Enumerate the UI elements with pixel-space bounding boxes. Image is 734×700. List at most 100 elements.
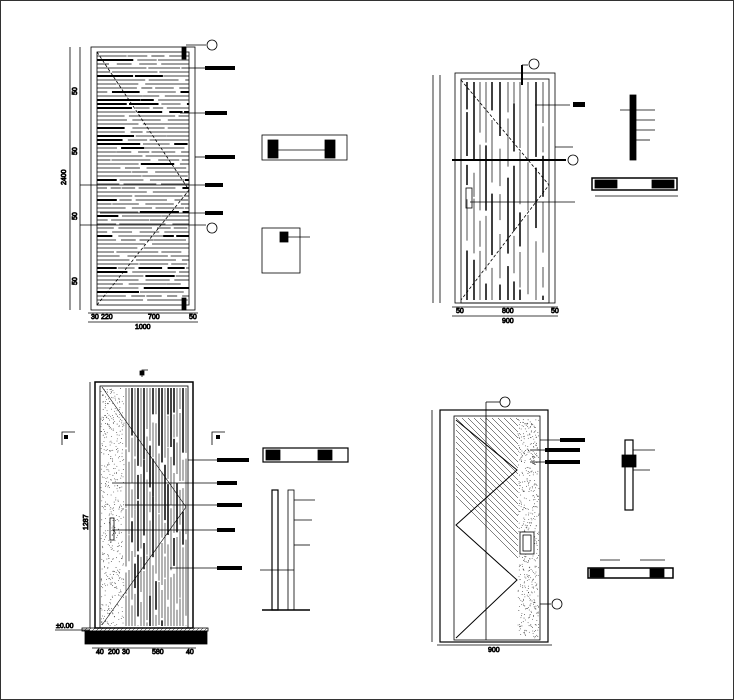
stipple-dot <box>525 635 526 636</box>
stipple-dot <box>112 525 114 527</box>
stipple-dot <box>117 605 119 607</box>
stipple-dot <box>537 589 538 590</box>
stipple-dot <box>530 471 532 473</box>
stipple-dot <box>111 578 113 580</box>
stipple-dot <box>532 579 534 581</box>
stipple-dot <box>111 458 113 460</box>
stipple-dot <box>529 467 531 469</box>
stipple-dot <box>118 533 120 535</box>
hatch-line <box>497 418 518 439</box>
stipple-dot <box>532 495 534 497</box>
stipple-dot <box>525 445 526 447</box>
stipple-dot <box>535 434 536 436</box>
stipple-dot <box>528 488 530 490</box>
floor-hatch <box>83 627 208 632</box>
stipple-dot <box>537 615 539 617</box>
door-a-seg-dim: 50 <box>72 87 79 95</box>
stipple-dot <box>118 426 120 427</box>
door-a-seg-dim: 50 <box>72 147 79 155</box>
stipple-dot <box>535 612 537 614</box>
stipple-dot <box>538 456 539 458</box>
stipple-dot <box>108 424 110 425</box>
stipple-dot <box>106 477 108 479</box>
stipple-dot <box>531 570 533 572</box>
stipple-dot <box>106 535 107 537</box>
stipple-dot <box>534 512 536 514</box>
stipple-dot <box>123 425 125 427</box>
stipple-dot <box>113 410 115 412</box>
stipple-dot <box>518 491 520 493</box>
stipple-dot <box>529 480 531 482</box>
stipple-dot <box>538 539 539 541</box>
stipple-dot <box>113 468 114 469</box>
stipple-dot <box>523 604 525 606</box>
stipple-dot <box>527 480 528 482</box>
stipple-dot <box>522 490 524 492</box>
stipple-dot <box>528 483 530 485</box>
stipple-dot <box>535 576 536 578</box>
stipple-dot <box>123 579 125 581</box>
stipple-dot <box>109 473 111 475</box>
stipple-dot <box>525 527 527 529</box>
stipple-dot <box>112 571 114 573</box>
stipple-dot <box>528 597 530 599</box>
stipple-dot <box>524 629 525 631</box>
hatch-line <box>456 489 518 553</box>
stipple-dot <box>522 436 524 438</box>
stipple-dot <box>536 473 538 475</box>
stipple-dot <box>107 413 109 415</box>
stipple-dot <box>110 579 112 581</box>
stipple-dot <box>532 474 534 476</box>
stipple-dot <box>521 613 523 615</box>
stipple-dot <box>535 454 537 455</box>
stipple-dot <box>120 523 122 525</box>
stipple-dot <box>110 583 112 585</box>
stipple-dot <box>110 440 112 442</box>
stipple-dot <box>101 586 102 588</box>
stipple-dot <box>524 576 526 578</box>
stipple-dot <box>115 557 117 559</box>
stipple-dot <box>522 568 524 570</box>
stipple-dot <box>118 398 120 400</box>
stipple-dot <box>120 490 122 492</box>
stipple-dot <box>531 583 533 585</box>
stipple-dot <box>519 625 521 627</box>
stipple-dot <box>536 543 538 545</box>
stipple-dot <box>533 603 534 605</box>
stipple-dot <box>531 591 533 593</box>
stipple-dot <box>102 401 104 403</box>
stipple-dot <box>107 464 109 466</box>
stipple-dot <box>532 630 534 632</box>
stipple-dot <box>531 486 533 488</box>
stipple-dot <box>110 393 112 394</box>
stipple-dot <box>522 474 524 476</box>
stipple-dot <box>518 510 519 512</box>
stipple-dot <box>519 452 521 454</box>
stipple-dot <box>120 511 122 513</box>
stipple-dot <box>112 461 113 462</box>
stipple-dot <box>532 454 533 456</box>
stipple-dot <box>100 525 102 527</box>
stipple-dot <box>121 486 123 488</box>
hatch-line <box>456 328 518 390</box>
stipple-dot <box>107 403 109 405</box>
stipple-dot <box>519 474 520 476</box>
stipple-dot <box>116 393 118 395</box>
stipple-dot <box>114 582 116 584</box>
stipple-dot <box>530 426 531 427</box>
hatch-line <box>461 418 518 475</box>
stipple-dot <box>528 567 530 569</box>
stipple-dot <box>101 552 103 554</box>
stipple-dot <box>519 555 521 557</box>
stipple-dot <box>116 624 118 626</box>
stipple-dot <box>113 574 115 575</box>
stipple-dot <box>523 569 525 571</box>
door-a-section-detail <box>261 134 348 274</box>
stipple-dot <box>117 501 119 503</box>
hatch-line <box>473 418 518 463</box>
stipple-dot <box>532 456 534 458</box>
stipple-dot <box>524 507 525 508</box>
stipple-dot <box>526 430 528 432</box>
stipple-dot <box>532 626 533 628</box>
